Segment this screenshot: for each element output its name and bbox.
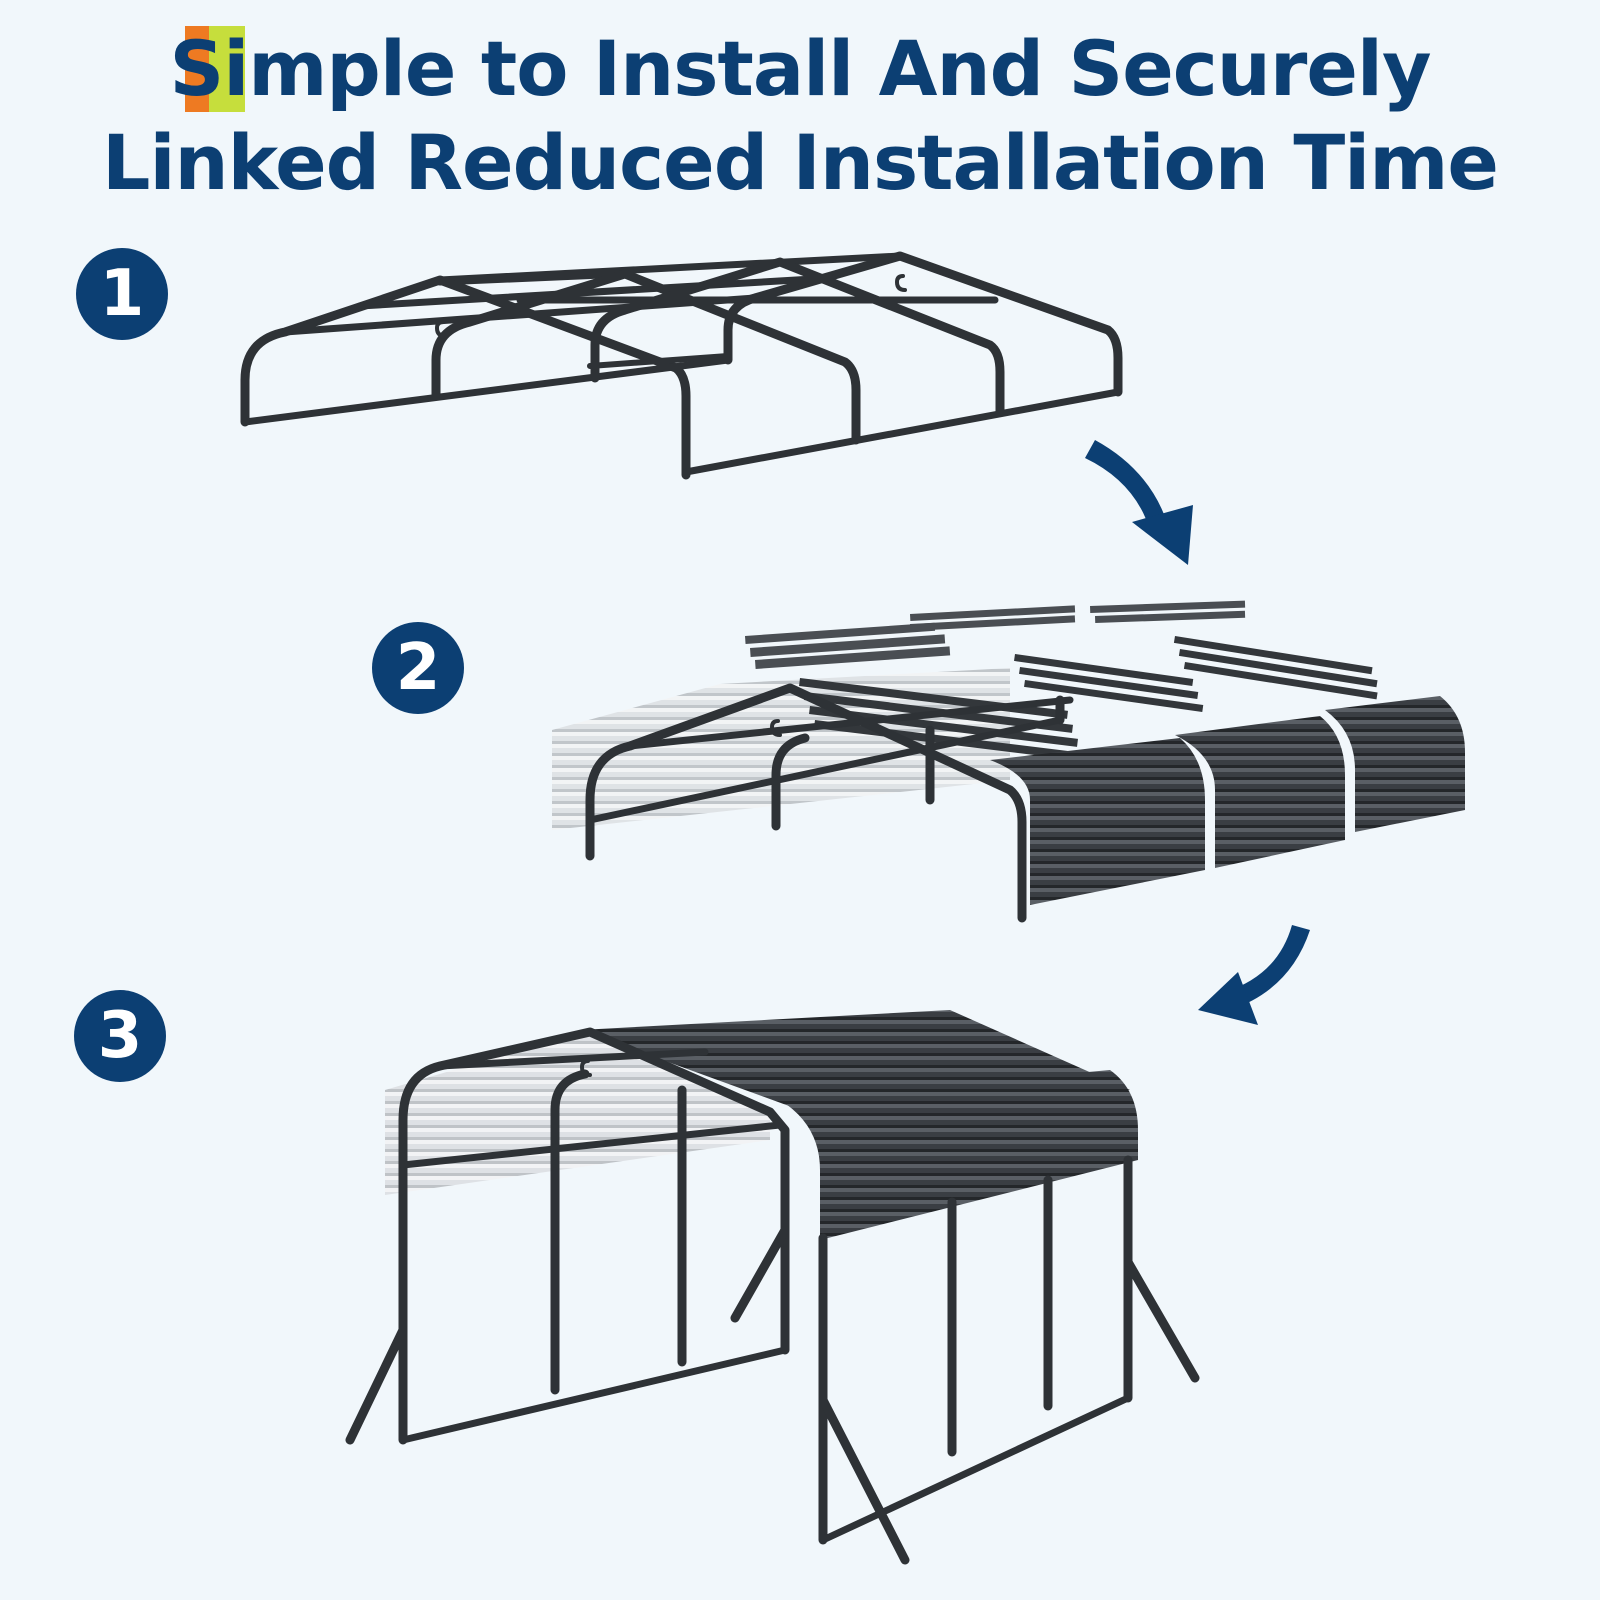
arrow-icon-step-1-to-2 bbox=[1085, 440, 1193, 565]
headline-accent-mark bbox=[185, 26, 245, 112]
headline-line-1: Simple to Install And Securely bbox=[0, 22, 1600, 116]
carport-step-3 bbox=[345, 1010, 1200, 1565]
headline-text-1: Simple to Install And Securely bbox=[169, 24, 1431, 113]
frame-step-1 bbox=[240, 251, 1123, 480]
headline: Simple to Install And Securely Linked Re… bbox=[0, 22, 1600, 210]
step-number-3: 3 bbox=[97, 999, 143, 1073]
step-number-1: 1 bbox=[99, 257, 145, 331]
step-badge-3: 3 bbox=[74, 990, 166, 1082]
step-number-2: 2 bbox=[395, 631, 441, 705]
accent-lime-bar bbox=[209, 26, 245, 112]
step-badge-2: 2 bbox=[372, 622, 464, 714]
arrow-icon-step-2-to-3 bbox=[1198, 925, 1310, 1025]
headline-line-2: Linked Reduced Installation Time bbox=[102, 118, 1499, 207]
frame-step-2 bbox=[552, 600, 1465, 923]
accent-orange-bar bbox=[185, 26, 209, 112]
step-badge-1: 1 bbox=[76, 248, 168, 340]
